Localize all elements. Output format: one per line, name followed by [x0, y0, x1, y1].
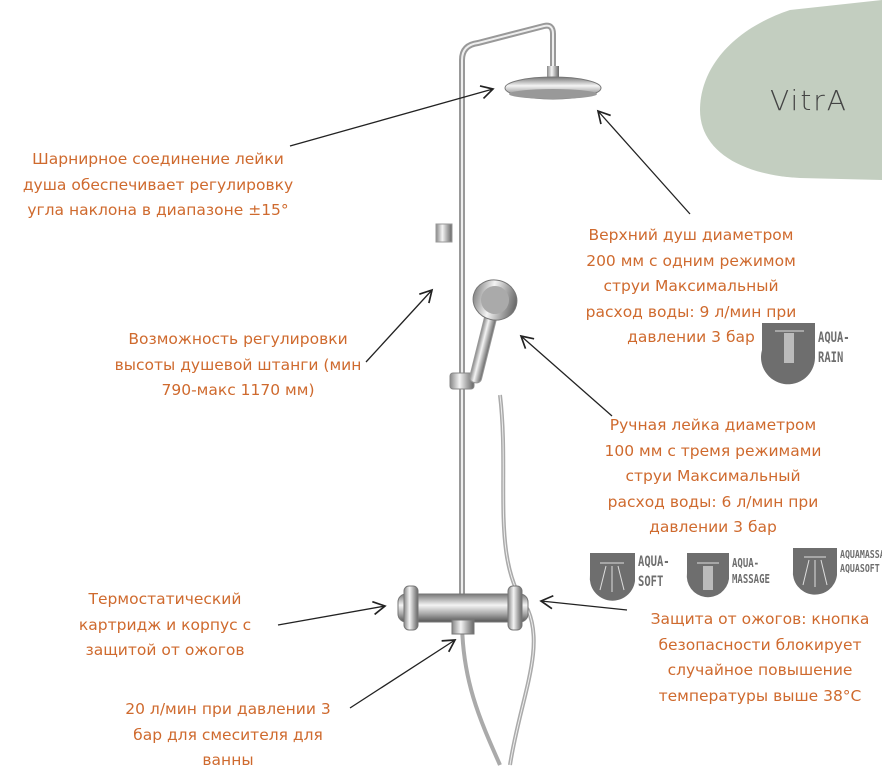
badge-aqua-rain: AQUA-RAIN [818, 330, 850, 366]
badge-aquamassage-aquasoft: AQUAMASSAGEAQUASOFT [840, 548, 882, 575]
badge-aqua-soft: AQUA-SOFT [638, 554, 670, 590]
brand-blob [700, 0, 882, 180]
badge-aqua-massage: AQUA-MASSAGE [732, 556, 770, 586]
vitra-logo: VitrA [770, 84, 848, 117]
callout-arrows [277, 85, 691, 709]
